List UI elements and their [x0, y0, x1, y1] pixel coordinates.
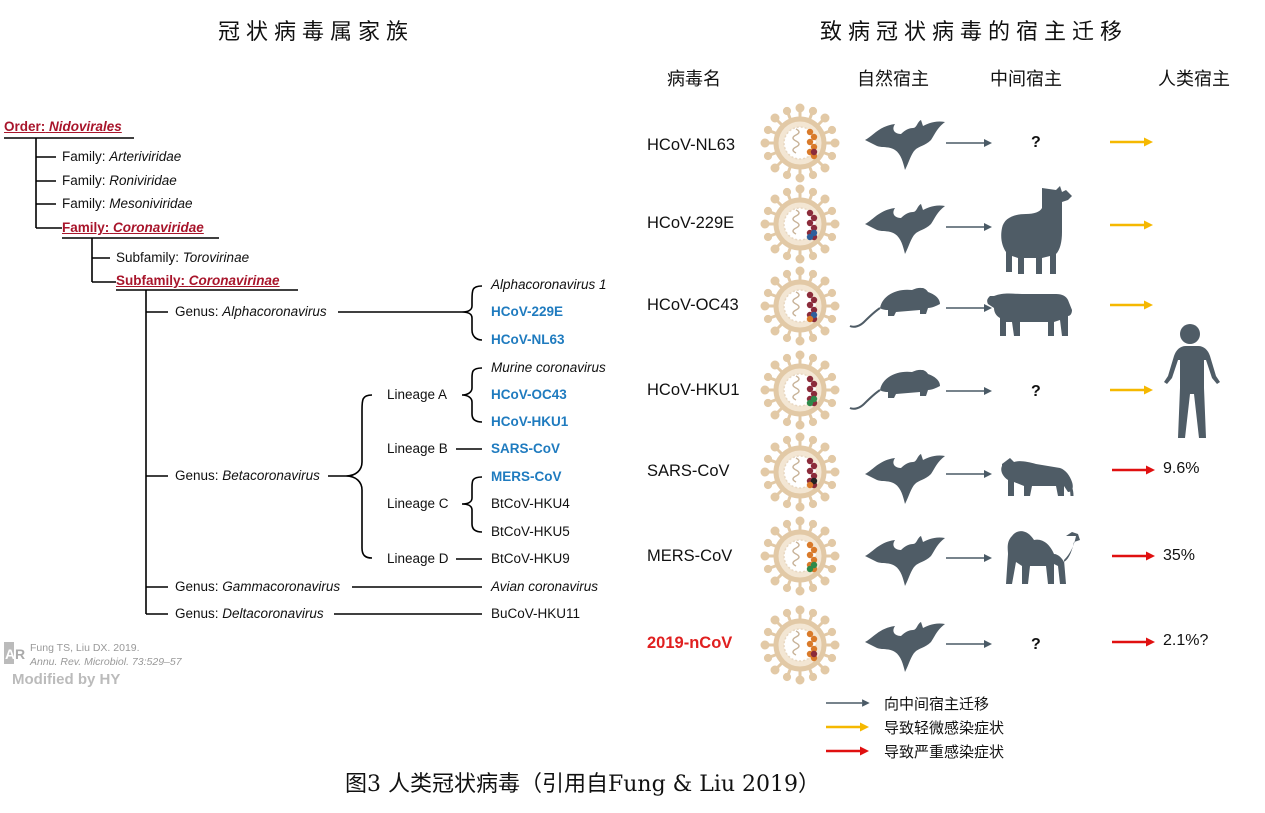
bat-icon-nl63	[865, 120, 945, 170]
human-icon	[1164, 324, 1220, 438]
family-arteriviridae: Family: Arteriviridae	[62, 149, 182, 164]
species-btcov-hku9: BtCoV-HKU9	[491, 551, 570, 566]
virus-name-hcov-nl63: HCoV-NL63	[647, 136, 736, 154]
rat-icon-oc43	[849, 286, 941, 328]
family-coronaviridae: Family: Coronaviridae	[62, 220, 204, 235]
header-human-host: 人类宿主	[1158, 69, 1230, 89]
species-hcov-oc43: HCoV-OC43	[491, 387, 567, 402]
legend-severe: 导致严重感染症状	[884, 744, 1005, 761]
species-hcov-229e: HCoV-229E	[491, 304, 564, 319]
lineage-a: Lineage A	[387, 387, 448, 402]
species-btcov-hku5: BtCoV-HKU5	[491, 524, 570, 539]
civet-icon	[1001, 458, 1074, 497]
modified-by: Modified by HY	[12, 671, 121, 688]
species-murine-coronavirus: Murine coronavirus	[491, 360, 606, 375]
bat-icon-2019-ncov	[865, 622, 945, 672]
rate-sars: 9.6%	[1163, 460, 1200, 477]
species-hcov-hku1: HCoV-HKU1	[491, 414, 569, 429]
rat-icon-hku1	[849, 368, 941, 410]
subfamily-coronavirinae: Subfamily: Coronavirinae	[116, 273, 280, 288]
rate-mers: 35%	[1163, 547, 1196, 564]
cow-icon	[987, 293, 1072, 336]
species-hcov-nl63: HCoV-NL63	[491, 332, 565, 347]
right-title: 致病冠状病毒的宿主迁移	[820, 20, 1129, 45]
species-avian-coronavirus: Avian coronavirus	[491, 579, 599, 594]
credit-line2: Annu. Rev. Microbiol. 73:529–57	[30, 656, 182, 668]
family-mesoniviridae: Family: Mesoniviridae	[62, 196, 193, 211]
lineage-b: Lineage B	[387, 441, 448, 456]
taxonomy-tree-lines	[4, 137, 483, 615]
legend-mild: 导致轻微感染症状	[884, 720, 1005, 737]
alpaca-icon	[1001, 186, 1072, 274]
species-sars-cov: SARS-CoV	[491, 441, 561, 456]
virus-icon-oc43	[762, 268, 838, 344]
virus-name-hcov-229e: HCoV-229E	[647, 214, 735, 232]
virus-name-hcov-hku1: HCoV-HKU1	[647, 381, 740, 399]
figure-caption: 图3 人类冠状病毒（引用自Fung & Liu 2019）	[345, 772, 821, 797]
virus-name-mers-cov: MERS-CoV	[647, 547, 733, 565]
virus-icon-2019-ncov	[762, 607, 838, 683]
unknown-intermediate-hku1: ?	[1031, 383, 1041, 400]
left-title: 冠状病毒属家族	[218, 20, 415, 45]
family-roniviridae: Family: Roniviridae	[62, 173, 177, 188]
genus-deltacoronavirus: Genus: Deltacoronavirus	[175, 606, 324, 621]
virus-name-2019-ncov: 2019-nCoV	[647, 634, 733, 652]
credit-line1: Fung TS, Liu DX. 2019.	[30, 642, 140, 654]
camel-icon	[1006, 531, 1080, 584]
species-alphacoronavirus-1: Alphacoronavirus 1	[491, 277, 607, 292]
genus-betacoronavirus: Genus: Betacoronavirus	[175, 468, 320, 483]
lineage-c: Lineage C	[387, 496, 449, 511]
virus-icon-mers	[762, 518, 838, 594]
order-label: Order: Nidovirales	[4, 119, 122, 134]
svg-text:R: R	[15, 646, 25, 662]
legend-migration: 向中间宿主迁移	[884, 696, 990, 713]
svg-text:A: A	[5, 646, 15, 662]
species-btcov-hku4: BtCoV-HKU4	[491, 496, 570, 511]
virus-icon-229e	[762, 186, 838, 262]
bat-icon-mers	[865, 536, 945, 586]
genus-gammacoronavirus: Genus: Gammacoronavirus	[175, 579, 341, 594]
lineage-d: Lineage D	[387, 551, 449, 566]
bat-icon-229e	[865, 204, 945, 254]
unknown-intermediate-2019-ncov: ?	[1031, 636, 1041, 653]
species-bucov-hku11: BuCoV-HKU11	[491, 606, 581, 621]
species-mers-cov: MERS-CoV	[491, 469, 562, 484]
header-intermediate-host: 中间宿主	[990, 69, 1062, 89]
rate-2019-ncov: 2.1%?	[1163, 632, 1209, 649]
bat-icon-sars	[865, 454, 945, 504]
subfamily-torovirinae: Subfamily: Torovirinae	[116, 250, 250, 265]
genus-alphacoronavirus: Genus: Alphacoronavirus	[175, 304, 327, 319]
header-natural-host: 自然宿主	[857, 69, 929, 89]
virus-name-sars-cov: SARS-CoV	[647, 462, 730, 480]
virus-icon-hku1	[762, 352, 838, 428]
virus-name-hcov-oc43: HCoV-OC43	[647, 296, 739, 314]
header-virus-name: 病毒名	[667, 69, 721, 89]
virus-icon-sars	[762, 434, 838, 510]
virus-icon-nl63	[762, 105, 838, 181]
unknown-intermediate-nl63: ?	[1031, 134, 1041, 151]
